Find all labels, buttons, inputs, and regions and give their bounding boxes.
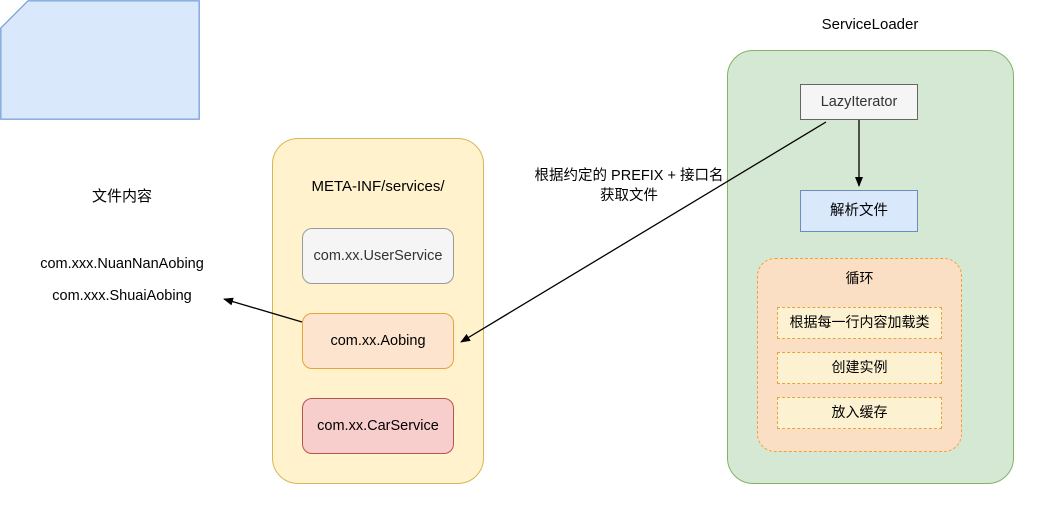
loop-title: 循环 <box>845 269 874 286</box>
file-content-line-1: com.xxx.NuanNanAobing <box>40 256 204 272</box>
service-box-aobing[interactable]: com.xx.Aobing <box>302 313 454 369</box>
parse-file-box[interactable]: 解析文件 <box>800 190 918 232</box>
loop-step-put-cache[interactable]: 放入缓存 <box>777 397 942 429</box>
service-box-car-service[interactable]: com.xx.CarService <box>302 398 454 454</box>
service-box-user-service[interactable]: com.xx.UserService <box>302 228 454 284</box>
edge-label-prefix-line-2: 获取文件 <box>600 188 658 204</box>
meta-inf-services-title: META-INF/services/ <box>311 177 445 195</box>
edge-label-prefix-interface: 根据约定的 PREFIX + 接口名 获取文件 <box>498 165 760 209</box>
loop-step-load-class[interactable]: 根据每一行内容加载类 <box>777 307 942 339</box>
file-content-title: 文件内容 <box>91 187 152 205</box>
file-content-document-shape[interactable] <box>0 0 200 120</box>
file-content-line-2: com.xxx.ShuaiAobing <box>52 288 192 304</box>
loop-step-create-instance[interactable]: 创建实例 <box>777 352 942 384</box>
lazy-iterator-box[interactable]: LazyIterator <box>800 84 918 120</box>
edge-label-prefix-line-1: 根据约定的 PREFIX + 接口名 <box>534 168 724 185</box>
service-loader-title: ServiceLoader <box>821 15 919 33</box>
